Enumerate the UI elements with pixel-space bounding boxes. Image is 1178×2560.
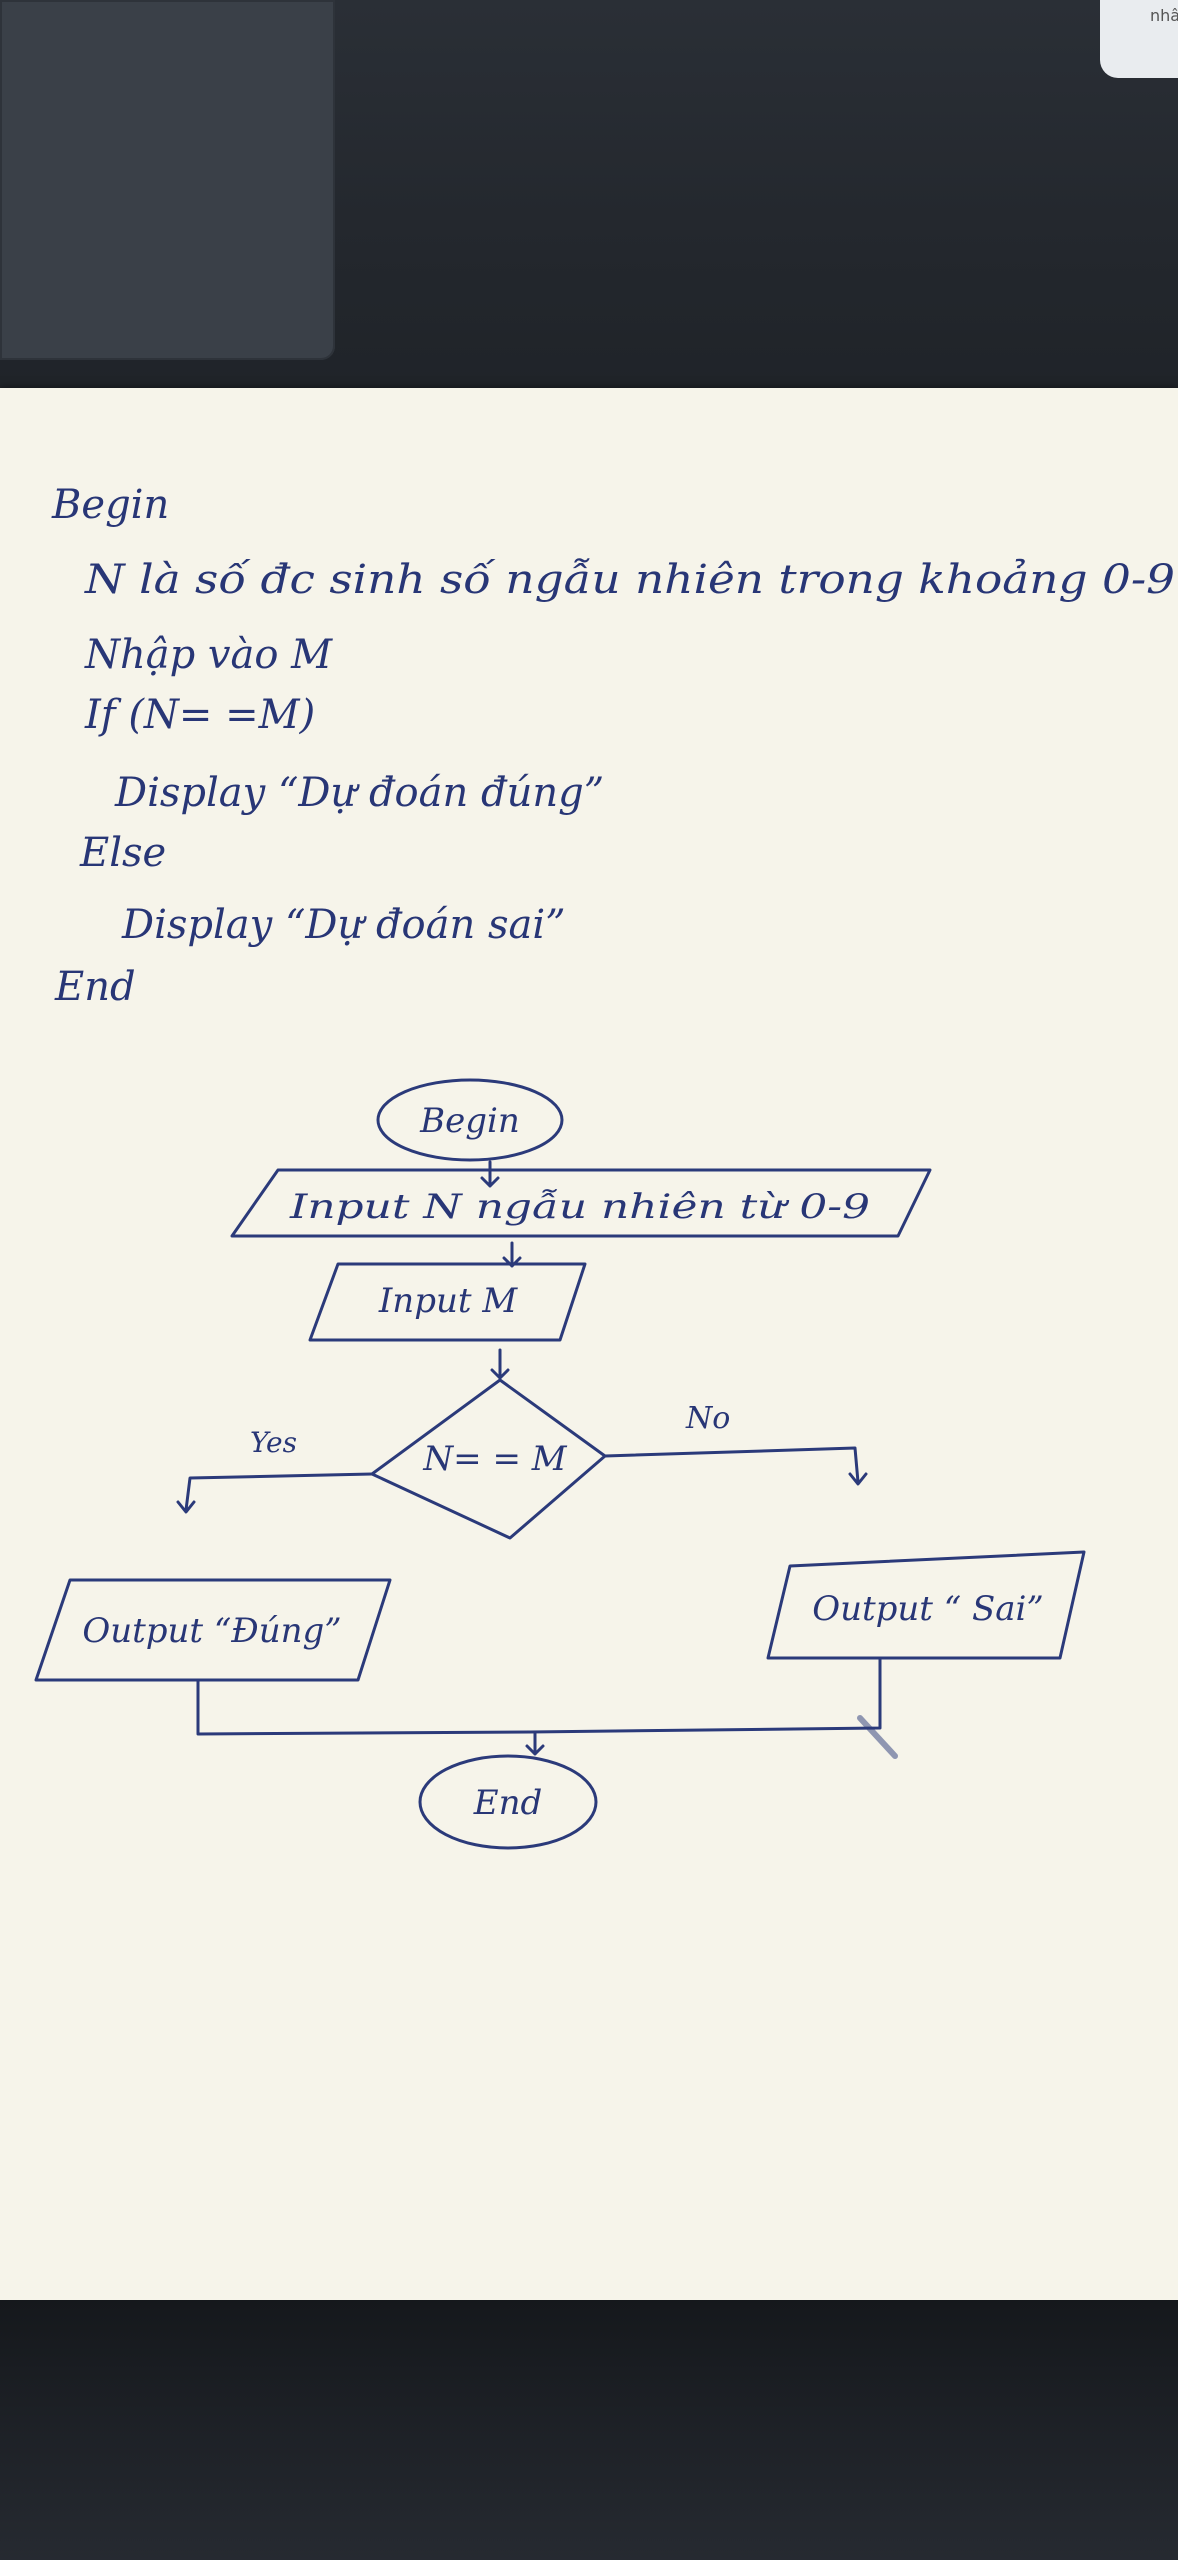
corner-note-text: nhân [1150, 6, 1178, 25]
ink-smudge [857, 1715, 898, 1759]
handwriting-canvas: Begin N là số đc sinh số ngẫu nhiên tron… [34, 482, 1175, 1850]
begin-terminator [376, 1078, 564, 1162]
output-false-label: Output “ Sai” [812, 1589, 1044, 1629]
pseudo-line-if: If (N= =M) [84, 692, 315, 738]
desk-background-bottom [0, 2300, 1178, 2560]
output-true-label: Output “Đúng” [82, 1611, 341, 1651]
output-true-parallelogram [34, 1578, 392, 1682]
arrow-begin-to-input-n [480, 1160, 500, 1188]
pseudo-line-else: Else [79, 830, 166, 876]
pseudo-line-input: Nhập vào M [84, 632, 333, 678]
merge-line [196, 1656, 882, 1736]
pseudo-line-display-false: Display “Dự đoán sai” [121, 902, 566, 948]
end-label: End [473, 1783, 542, 1823]
begin-label: Begin [419, 1101, 520, 1141]
end-terminator [418, 1754, 598, 1850]
paper-sheet: Begin N là số đc sinh số ngẫu nhiên tron… [0, 388, 1178, 2300]
input-m-parallelogram [308, 1262, 587, 1342]
no-branch-line [603, 1446, 868, 1486]
pseudo-line-end: End [54, 964, 136, 1010]
input-m-label: Input M [378, 1281, 518, 1321]
pseudo-line-random: N là số đc sinh số ngẫu nhiên trong khoả… [84, 557, 1175, 603]
input-n-parallelogram [230, 1168, 932, 1238]
output-false-parallelogram [766, 1550, 1086, 1660]
pseudocode-block: Begin N là số đc sinh số ngẫu nhiên tron… [51, 482, 1175, 1010]
arrow-input-m-to-decision [490, 1348, 510, 1380]
no-label: No [685, 1401, 730, 1436]
decision-diamond [370, 1378, 607, 1540]
arrow-to-end [525, 1730, 545, 1756]
pseudo-line-begin: Begin [51, 482, 169, 528]
decision-label: N= = M [422, 1439, 567, 1479]
pseudo-line-display-true: Display “Dự đoán đúng” [114, 770, 604, 816]
arrow-input-n-to-input-m [502, 1241, 522, 1268]
yes-branch-line [176, 1472, 374, 1514]
flowchart: Begin Input N ngẫu nhiên từ 0-9 Input M … [34, 1078, 1086, 1850]
corner-note: nhân [1100, 0, 1178, 78]
yes-label: Yes [250, 1426, 297, 1459]
laptop-panel [0, 0, 335, 360]
input-n-label: Input N ngẫu nhiên từ 0-9 [289, 1187, 870, 1227]
